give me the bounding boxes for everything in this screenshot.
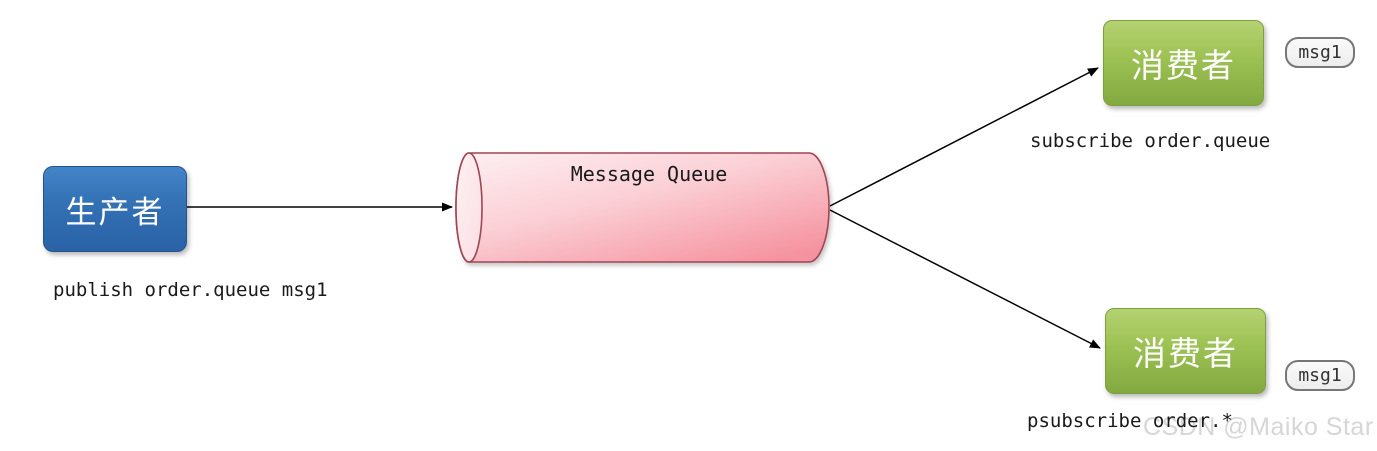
arrow-queue-to-consumer-2 [829,209,1101,349]
subscribe-command: subscribe order.queue [1030,130,1271,152]
consumer-node-1: 消费者 [1103,20,1264,106]
queue-title: Message Queue [570,162,728,186]
producer-label: 生产者 [65,194,165,230]
publish-command: publish order.queue msg1 [53,279,328,301]
consumer-1-label: 消费者 [1131,47,1236,84]
consumer-2-label: 消费者 [1133,335,1238,372]
producer-node: 生产者 [43,166,187,252]
msg-badge-1: msg1 [1285,37,1355,68]
msg-badge-2: msg1 [1285,360,1355,391]
psubscribe-command: psubscribe order.* [1027,410,1233,432]
watermark: CSDN @Maiko Star [1143,413,1374,441]
consumer-node-2: 消费者 [1105,308,1266,394]
